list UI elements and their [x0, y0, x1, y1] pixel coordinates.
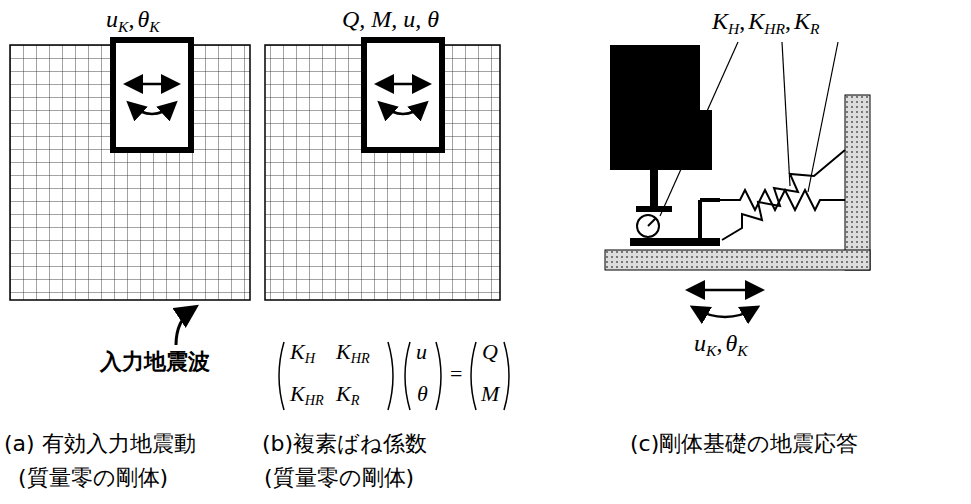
subscript: H [728, 20, 739, 37]
horizontal-spring [720, 190, 845, 210]
text-label: (質量零の剛体) [18, 466, 168, 490]
label-text: K [794, 8, 810, 34]
label-text: Q [482, 339, 498, 364]
label-text: (c)剛体基礎の地震応答 [630, 431, 858, 456]
input-arrow [176, 308, 194, 345]
label-text: K [712, 8, 728, 34]
label-text: , [739, 8, 745, 34]
text-label: (b)複素ばね係数 [262, 432, 427, 456]
math-label: M [481, 382, 499, 406]
label-text: Q, M, u, θ [342, 6, 439, 32]
math-label: uK,θK [694, 330, 748, 359]
text-label: (a) 有効入力地震動 [4, 432, 196, 456]
subscript: R [351, 392, 360, 408]
text-label: 入力地震波 [100, 350, 210, 374]
label-text: K [290, 339, 305, 364]
math-label: KHR [290, 382, 324, 409]
subscript: K [149, 18, 159, 35]
soil-wall [845, 95, 870, 270]
label-text: K [748, 8, 764, 34]
label-text: u [416, 339, 427, 364]
label-text: θ [725, 330, 737, 356]
label-text: (a) 有効入力地震動 [4, 431, 196, 456]
label-text: , [785, 8, 791, 34]
subscript: K [706, 342, 716, 359]
label-text: 入力地震波 [100, 349, 210, 374]
label-text: (質量零の剛体) [18, 465, 168, 490]
label-text: u [106, 6, 118, 32]
math-label: Q [482, 340, 498, 364]
math-label: KR [336, 382, 359, 409]
math-label: KHR [336, 340, 370, 367]
label-text: M [481, 381, 499, 406]
text-label: (c)剛体基礎の地震応答 [630, 432, 858, 456]
subscript: K [118, 18, 128, 35]
label-text: u [694, 330, 706, 356]
soil-mesh [265, 45, 500, 300]
soil-mesh [10, 45, 250, 300]
math-label: uK,θK [106, 6, 160, 35]
math-label: KH [290, 340, 315, 367]
building [610, 45, 712, 170]
label-text: K [336, 381, 351, 406]
rigid-foundation [113, 40, 191, 150]
subscript: HR [351, 350, 370, 366]
math-label: = [450, 362, 465, 386]
label-text: K [336, 339, 351, 364]
label-text: (質量零の剛体) [264, 465, 414, 490]
math-label: u [416, 340, 427, 364]
label-text: (b)複素ばね係数 [262, 431, 427, 456]
label-text: θ [137, 6, 149, 32]
math-label: KH,KHR,KR [712, 8, 820, 37]
foundation-plate [630, 238, 720, 246]
subscript: H [305, 350, 315, 366]
label-text: = [450, 361, 462, 386]
subscript: HR [305, 392, 324, 408]
subscript: R [810, 20, 820, 37]
subscript: HR [764, 20, 785, 37]
label-text: , [716, 330, 722, 356]
label-text: K [290, 381, 305, 406]
rotation-spring [637, 215, 659, 237]
soil-base [605, 250, 870, 270]
math-label: Q, M, u, θ [342, 6, 439, 32]
subscript: K [737, 342, 747, 359]
math-label: θ [417, 382, 428, 406]
coupling-spring [722, 150, 845, 240]
label-text: , [128, 6, 134, 32]
rigid-foundation [364, 40, 442, 150]
label-text: θ [417, 381, 428, 406]
text-label: (質量零の剛体) [264, 466, 414, 490]
